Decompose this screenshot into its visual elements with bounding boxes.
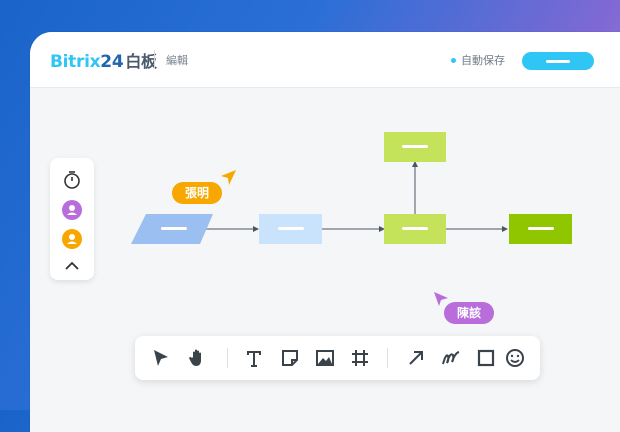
toolbar-separator (387, 348, 388, 368)
logo-24: 24 (100, 52, 124, 72)
autosave-label: 自動保存 (461, 54, 505, 67)
side-panel (50, 158, 94, 280)
chevron-up-icon[interactable] (62, 256, 82, 276)
text-icon[interactable] (243, 347, 265, 369)
sticky-note-icon[interactable] (279, 347, 301, 369)
user-tag-2: 陳該 (444, 302, 494, 324)
autosave-status: 自動保存 (451, 52, 505, 68)
cursor-orange-icon (221, 170, 236, 185)
timer-icon[interactable] (62, 170, 82, 190)
shape-placeholder (402, 145, 428, 148)
cursor-purple-icon (434, 292, 448, 306)
arrow-icon[interactable] (405, 347, 427, 369)
board-canvas[interactable]: 張明 陳該 (30, 88, 620, 432)
save-button[interactable] (522, 52, 594, 70)
logo-whiteboard: 白板 (125, 52, 157, 71)
user-tag-1: 張明 (172, 182, 222, 204)
user-purple-icon[interactable] (62, 200, 82, 220)
emoji-icon[interactable] (504, 347, 526, 369)
shape-placeholder (278, 227, 304, 230)
toolbar-separator (227, 348, 228, 368)
hand-icon[interactable] (187, 347, 209, 369)
user-orange-icon[interactable] (62, 229, 82, 249)
pen-icon[interactable] (440, 347, 462, 369)
frame-icon[interactable] (349, 347, 371, 369)
save-button-placeholder (546, 60, 570, 63)
select-arrow-icon[interactable] (150, 347, 172, 369)
shape-placeholder (402, 227, 428, 230)
shape-placeholder (161, 227, 187, 230)
edit-menu[interactable]: 編輯 (166, 54, 188, 67)
header-separator (154, 50, 155, 68)
image-icon[interactable] (314, 347, 336, 369)
logo-bitrix: Bitrix (50, 52, 101, 72)
rectangle-icon[interactable] (475, 347, 497, 369)
shape-placeholder (528, 227, 554, 230)
autosave-dot-icon (451, 57, 456, 63)
bottom-toolbar (135, 336, 540, 380)
diagram (131, 132, 572, 306)
